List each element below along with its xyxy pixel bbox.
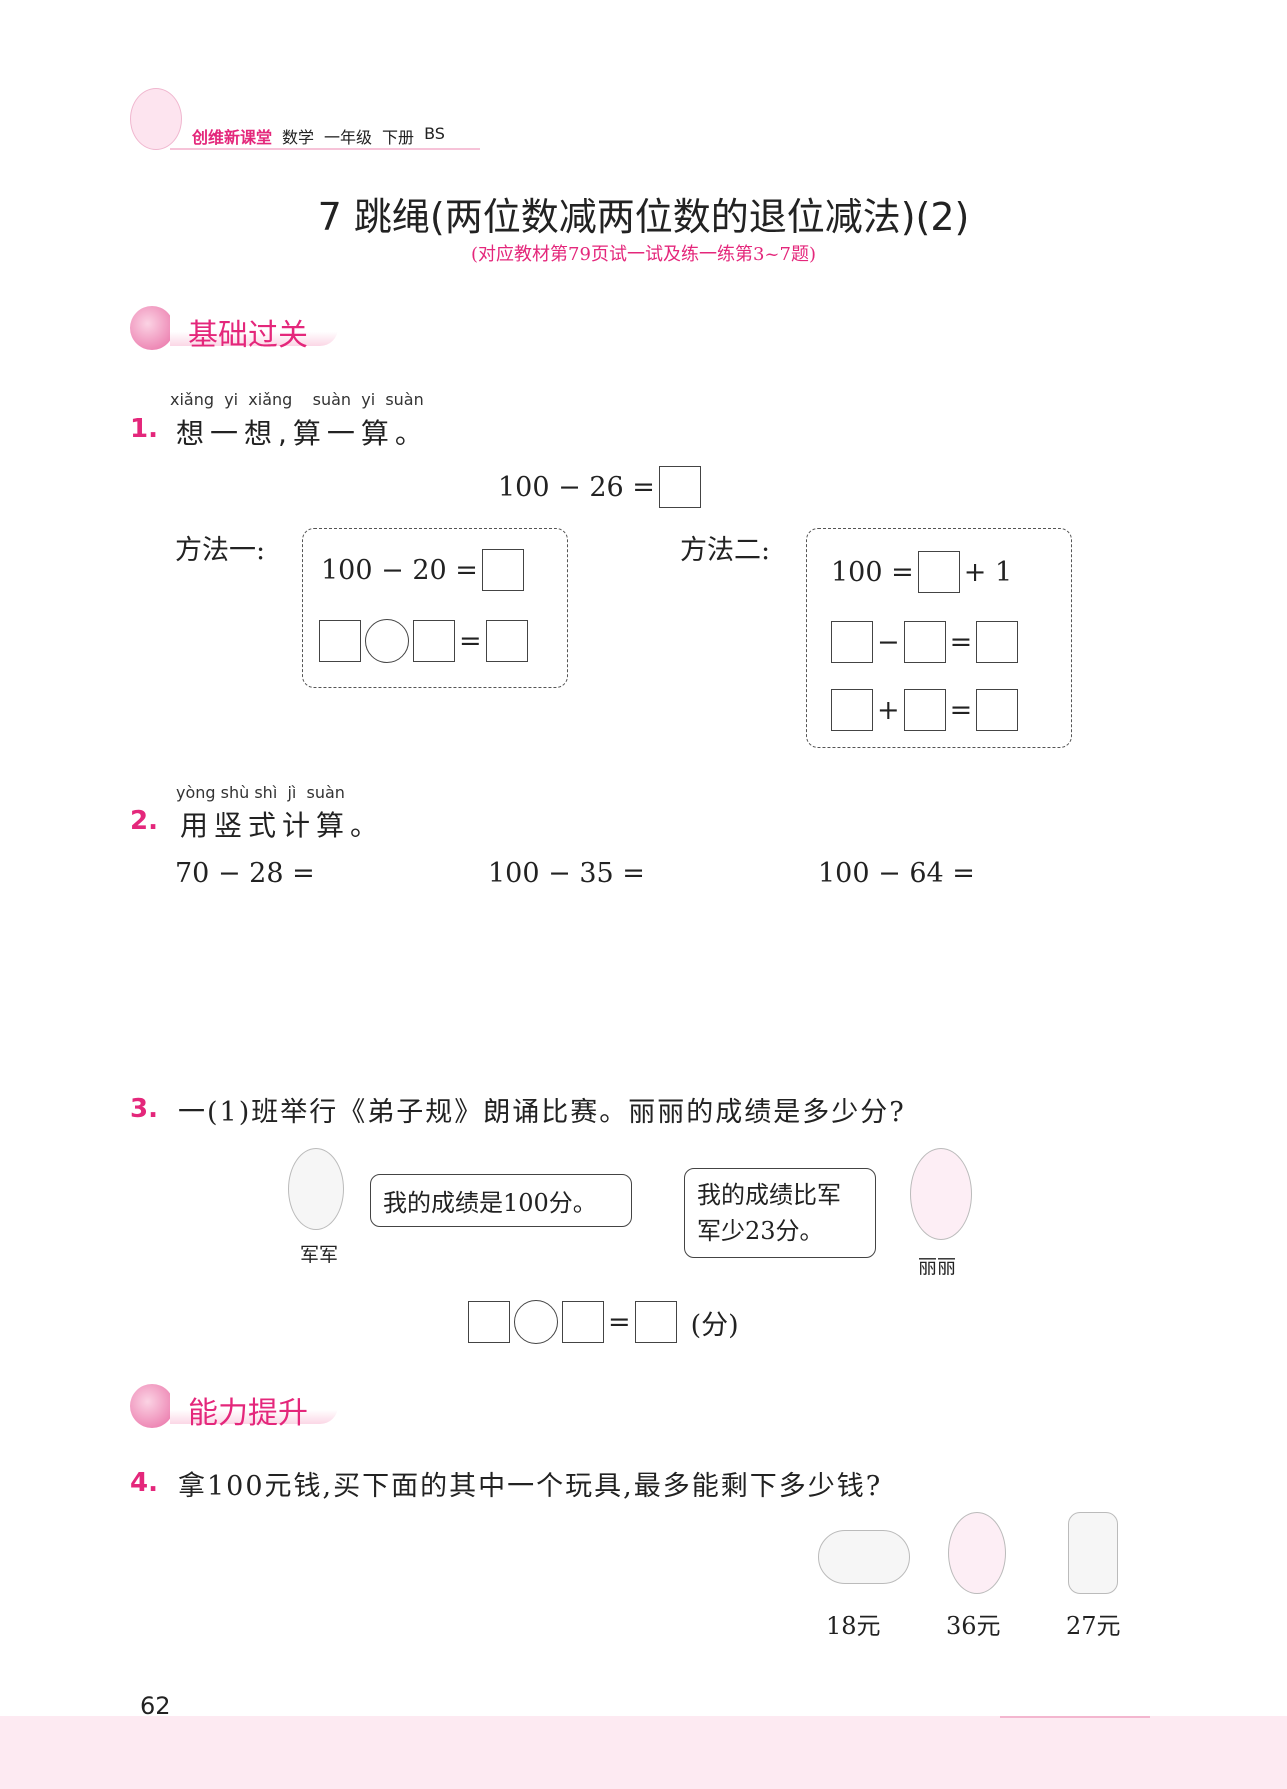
brand: 创维新课堂 bbox=[192, 128, 273, 147]
method1-box: 100 − 20 = = bbox=[302, 528, 568, 688]
equals-sign: = bbox=[949, 626, 973, 658]
answer-box[interactable] bbox=[468, 1301, 510, 1343]
method2-equation: 100 = bbox=[831, 556, 914, 588]
method1-label: 方法一: bbox=[175, 535, 266, 566]
edition: BS bbox=[424, 124, 445, 143]
girl-speech-bubble: 我的成绩比军军少23分。 bbox=[684, 1168, 876, 1258]
running-header: 创维新课堂 数学 一年级 下册 BS bbox=[192, 124, 445, 148]
minus-sign: − bbox=[877, 626, 900, 658]
answer-box[interactable] bbox=[903, 689, 946, 731]
kids-illustration bbox=[130, 88, 182, 150]
volume: 下册 bbox=[382, 128, 415, 147]
mascot-icon bbox=[130, 1384, 174, 1428]
answer-box[interactable] bbox=[319, 620, 361, 662]
answer-box[interactable] bbox=[634, 1301, 677, 1343]
q4-number: 4. bbox=[130, 1468, 158, 1498]
answer-box[interactable] bbox=[976, 689, 1019, 731]
q2-number: 2. bbox=[130, 806, 158, 836]
mascot-icon bbox=[130, 306, 174, 350]
page-subtitle: (对应教材第79页试一试及练一练第3~7题) bbox=[471, 244, 816, 265]
boy-illustration bbox=[288, 1148, 344, 1230]
toy-price: 27元 bbox=[1066, 1612, 1121, 1640]
q2-text: 用竖式计算。 bbox=[180, 809, 385, 842]
answer-box[interactable] bbox=[562, 1301, 604, 1343]
operator-circle[interactable] bbox=[514, 1300, 558, 1344]
toy-price: 18元 bbox=[826, 1612, 881, 1640]
q2-problem: 70 − 28 = bbox=[175, 858, 315, 889]
section-title: 能力提升 bbox=[170, 1388, 338, 1431]
footer-band bbox=[0, 1716, 1287, 1789]
q3-number: 3. bbox=[130, 1094, 158, 1124]
q1-number: 1. bbox=[130, 414, 158, 444]
toy-price: 36元 bbox=[946, 1612, 1001, 1640]
girl-illustration bbox=[910, 1148, 972, 1240]
q3-text: 一(1)班举行《弟子规》朗诵比赛。丽丽的成绩是多少分? bbox=[178, 1097, 906, 1128]
q2-problem: 100 − 64 = bbox=[818, 858, 975, 889]
girl-name: 丽丽 bbox=[918, 1256, 957, 1278]
method2-label: 方法二: bbox=[680, 535, 771, 566]
page-number: 62 bbox=[140, 1692, 171, 1720]
q1-equation: 100 − 26 = bbox=[498, 471, 655, 503]
plus-one: + 1 bbox=[963, 556, 1013, 588]
section-advanced: 能力提升 bbox=[130, 1384, 338, 1431]
answer-box[interactable] bbox=[903, 621, 946, 663]
section-title: 基础过关 bbox=[170, 310, 338, 353]
plus-sign: + bbox=[877, 694, 900, 726]
answer-box[interactable] bbox=[976, 621, 1019, 663]
subject: 数学 bbox=[282, 128, 315, 147]
equals-sign: = bbox=[949, 694, 973, 726]
grade: 一年级 bbox=[324, 128, 373, 147]
equals-sign: = bbox=[459, 625, 482, 657]
unit-label: (分) bbox=[690, 1309, 739, 1341]
toy-doll-image bbox=[948, 1512, 1006, 1594]
answer-box[interactable] bbox=[481, 549, 524, 591]
answer-box[interactable] bbox=[658, 466, 701, 508]
operator-circle[interactable] bbox=[365, 619, 409, 663]
q1-text: 想一想,算一算。 bbox=[176, 417, 429, 450]
q1-pinyin: xiǎng yi xiǎng suàn yi suàn bbox=[170, 390, 424, 409]
answer-box[interactable] bbox=[413, 620, 455, 662]
q2-problem: 100 − 35 = bbox=[488, 858, 645, 889]
method2-box: 100 = + 1 − = + = bbox=[806, 528, 1072, 748]
page-title: 7 跳绳(两位数减两位数的退位减法)(2) bbox=[317, 195, 970, 239]
boy-speech-bubble: 我的成绩是100分。 bbox=[370, 1174, 632, 1227]
toy-robot-image bbox=[1068, 1512, 1118, 1594]
equals-sign: = bbox=[608, 1306, 631, 1338]
header-underline bbox=[170, 148, 480, 150]
answer-box[interactable] bbox=[831, 621, 873, 663]
answer-box[interactable] bbox=[485, 620, 528, 662]
section-basic: 基础过关 bbox=[130, 306, 338, 353]
answer-box[interactable] bbox=[917, 551, 960, 593]
q4-text: 拿100元钱,买下面的其中一个玩具,最多能剩下多少钱? bbox=[178, 1471, 883, 1502]
castle-decoration bbox=[1000, 1660, 1150, 1718]
method1-equation: 100 − 20 = bbox=[321, 554, 478, 586]
toy-car-image bbox=[818, 1530, 910, 1584]
answer-box[interactable] bbox=[831, 689, 873, 731]
boy-name: 军军 bbox=[300, 1244, 339, 1266]
q2-pinyin: yòng shù shì jì suàn bbox=[176, 783, 345, 802]
